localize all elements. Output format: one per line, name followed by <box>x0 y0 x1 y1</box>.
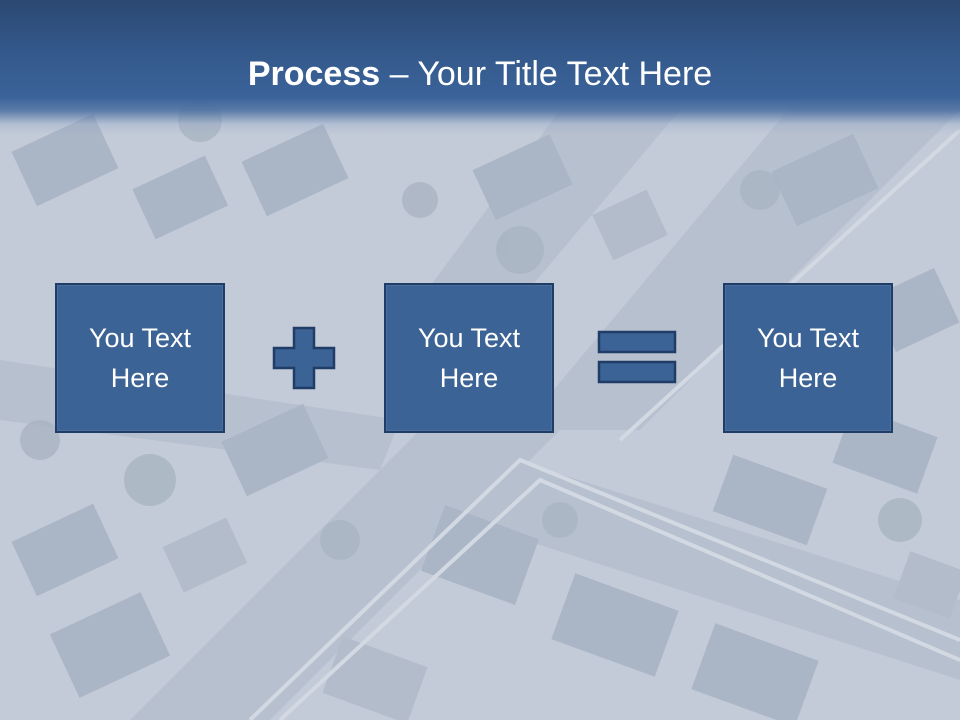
process-box-3-text: You Text Here <box>756 323 860 393</box>
title-bold-part: Process <box>247 55 381 93</box>
process-box-2[interactable]: You Text Here <box>384 283 554 433</box>
title-bar <box>0 0 960 135</box>
process-box-3[interactable]: You Text Here <box>723 283 893 433</box>
title-rest-part: – Your Title Text Here <box>380 55 713 93</box>
slide-title: Process – Your Title Text Here <box>0 52 960 96</box>
equals-icon <box>597 330 677 384</box>
process-box-2-text: You Text Here <box>417 323 521 393</box>
process-box-1-text: You Text Here <box>88 323 192 393</box>
process-box-1[interactable]: You Text Here <box>55 283 225 433</box>
plus-icon <box>272 326 336 390</box>
